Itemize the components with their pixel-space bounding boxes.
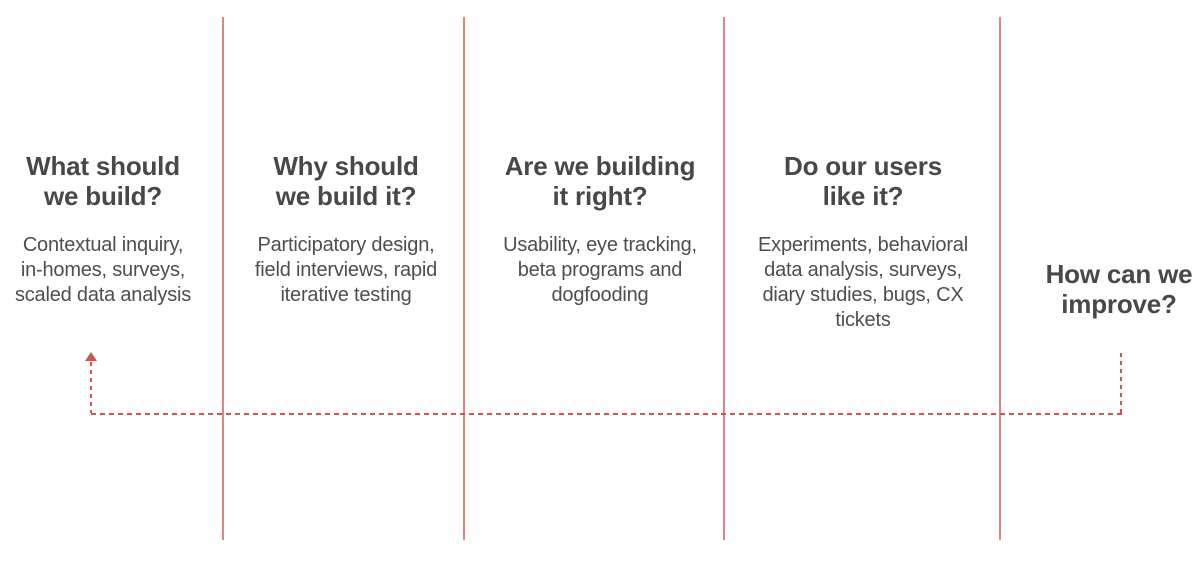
arrow-head-up-icon [85,352,97,361]
arrow-segment-down [1120,353,1122,414]
column-methods: Usability, eye tracking, beta programs a… [503,234,697,306]
column-methods: Participatory design, field interviews, … [254,234,438,306]
column-heading: Are we building it right? [504,151,696,211]
column-heading: How can we improve? [1045,259,1193,319]
column-divider-2 [463,17,465,540]
column-what-should-we-build: What should we build? Contextual inquiry… [3,151,203,308]
column-are-we-building-it-right: Are we building it right? Usability, eye… [490,151,710,308]
column-heading: Why should we build it? [273,151,419,211]
column-divider-4 [999,17,1001,540]
column-heading: What should we build? [26,151,180,211]
column-why-should-we-build-it: Why should we build it? Participatory de… [241,151,451,308]
arrow-segment-up [90,362,92,413]
column-divider-1 [222,17,224,540]
column-do-our-users-like-it: Do our users like it? Experiments, behav… [748,151,978,333]
column-methods: Experiments, behavioral data analysis, s… [758,234,968,331]
arrow-segment-across [91,413,1122,415]
column-how-can-we-improve: How can we improve? [1034,259,1200,319]
column-methods: Contextual inquiry, in-homes, surveys, s… [14,234,192,306]
column-heading: Do our users like it? [784,151,942,211]
column-divider-3 [723,17,725,540]
